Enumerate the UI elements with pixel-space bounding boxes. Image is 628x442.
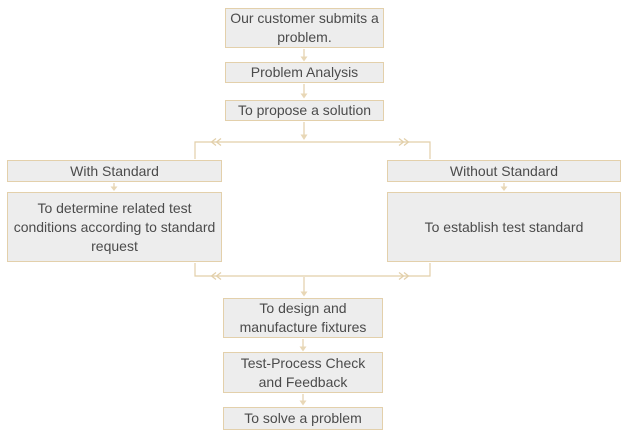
- connector-merge: [194, 263, 431, 297]
- down-arrow-icon: [500, 183, 508, 191]
- flow-node-label: Test-Process Check and Feedback: [240, 354, 366, 390]
- flow-node-solve-problem: To solve a problem: [223, 407, 383, 430]
- chevron-right-icon: [398, 138, 410, 146]
- flow-node-without-standard: Without Standard: [387, 160, 621, 182]
- flow-node-customer-submits: Our customer submits a problem.: [225, 8, 384, 48]
- flow-node-label: To design and manufacture fixtures: [239, 300, 367, 335]
- flow-node-label: Problem Analysis: [250, 64, 359, 80]
- flow-node-propose-solution: To propose a solution: [225, 100, 384, 121]
- flow-node-design-fixtures: To design and manufacture fixtures: [223, 298, 383, 338]
- flow-node-with-standard: With Standard: [7, 160, 222, 182]
- flow-node-determine-conditions: To determine related test conditions acc…: [7, 192, 222, 262]
- flow-node-label: To propose a solution: [237, 102, 372, 118]
- flow-node-label: To solve a problem: [244, 410, 362, 426]
- down-arrow-icon: [299, 339, 307, 352]
- flow-node-label: Our customer submits a problem.: [230, 10, 379, 45]
- chevron-right-icon: [398, 272, 410, 280]
- chevron-left-icon: [210, 138, 222, 146]
- down-arrow-icon: [110, 183, 118, 191]
- chevron-left-icon: [210, 272, 222, 280]
- down-arrow-icon: [299, 394, 307, 406]
- down-arrow-icon: [300, 84, 308, 99]
- flow-node-establish-standard: To establish test standard: [387, 192, 621, 262]
- flow-node-label: Without Standard: [449, 162, 559, 179]
- flow-node-label: To establish test standard: [424, 218, 584, 235]
- flow-node-label: To determine related test conditions acc…: [13, 199, 216, 254]
- flow-node-process-check: Test-Process Check and Feedback: [223, 352, 383, 393]
- flow-node-problem-analysis: Problem Analysis: [225, 62, 384, 83]
- connector-split: [194, 122, 431, 159]
- down-arrow-icon: [300, 49, 308, 62]
- flow-node-label: With Standard: [70, 162, 159, 179]
